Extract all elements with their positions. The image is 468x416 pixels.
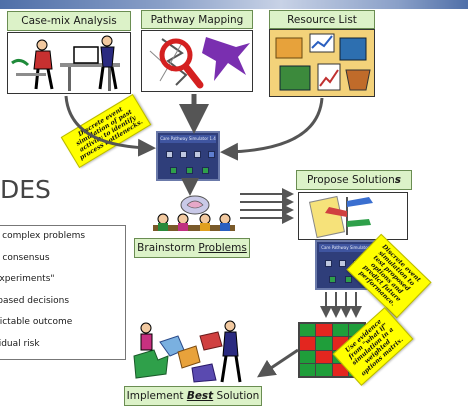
list-item: experiments" [0,274,55,284]
list-item: y complex problems [0,231,86,241]
benefits-list: y complex problems e consensus experimen… [0,225,126,360]
resource-list-clipart [269,29,375,97]
arrows-brainstorm-to-propose [240,188,294,224]
list-item: sidual risk [0,338,40,349]
arrow-matrix-to-implement [257,348,299,378]
simulation-screenshot-top: Care Pathway Simulator 1.4 [156,131,220,181]
sim-titlebar: Care Pathway Simulator 1.4 [319,244,379,252]
sim-titlebar: Care Pathway Simulator 1.4 [160,135,216,143]
des-title-fragment: DES [0,175,51,204]
implement-solution-clipart [130,316,256,386]
header-band [0,0,468,9]
case-mix-clipart [7,32,131,94]
pathway-mapping-label: Pathway Mapping [141,10,253,29]
arrow-resource-to-sim [220,97,324,161]
simulation-screenshot-bottom: Care Pathway Simulator 1.4 [315,240,383,290]
list-item: dictable outcome [0,317,73,327]
resource-list-label: Resource List [269,10,375,29]
brainstorm-problems-label: Brainstorm Problems [134,238,250,258]
pathway-mapping-clipart [141,30,253,92]
propose-solutions-label: Propose Solutions [296,170,412,190]
list-item: -based decisions [0,295,70,306]
note-simulate-past: Discrete event simulation of past activi… [60,93,152,169]
list-item: e consensus [0,252,50,263]
case-mix-label: Case-mix Analysis [7,11,131,31]
arrows-sim-to-matrix [320,292,362,318]
propose-solutions-clipart [298,192,408,240]
implement-best-solution-label: Implement Best Solution [124,386,262,406]
brainstorm-clipart [151,193,237,237]
